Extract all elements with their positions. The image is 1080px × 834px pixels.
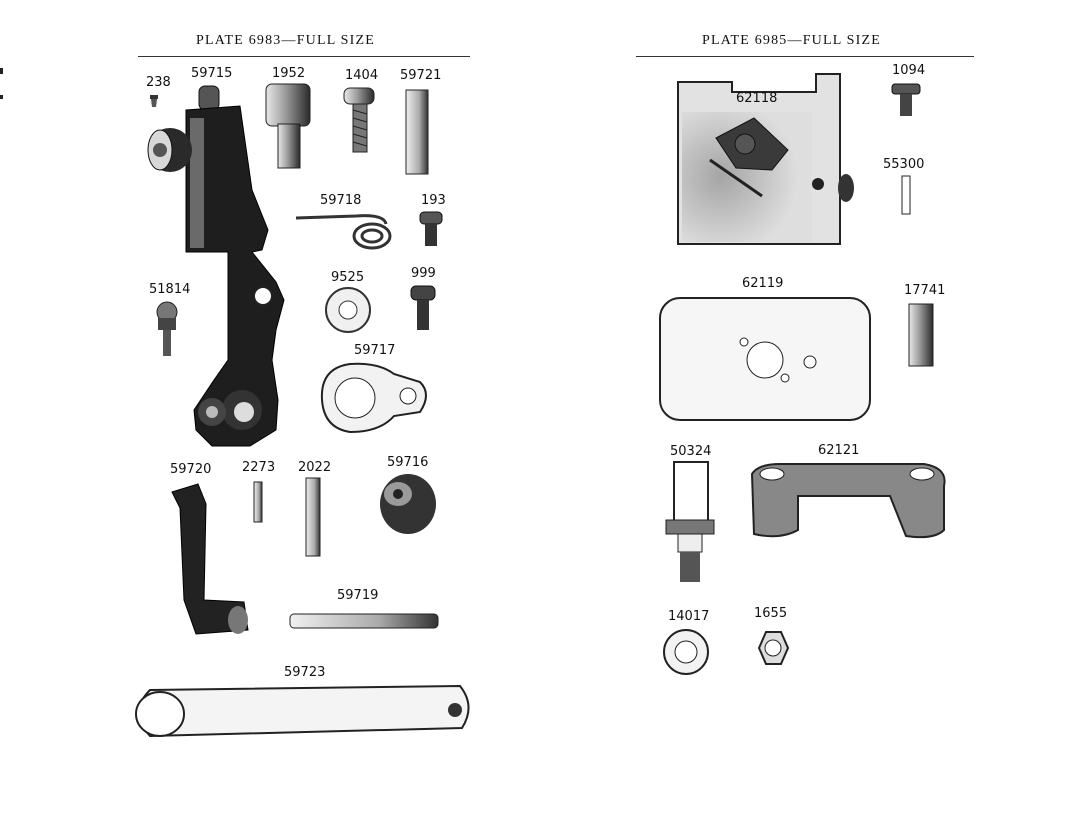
- part-label: 1655: [754, 606, 788, 621]
- part-label: 1952: [272, 66, 306, 81]
- part-59716-collar: [380, 474, 436, 534]
- part-59719-rod: [289, 613, 439, 629]
- part-label: 9525: [331, 270, 365, 285]
- part-17741-spacer: [908, 303, 934, 367]
- part-label: 59721: [400, 68, 442, 83]
- part-62119-plate: [659, 297, 871, 421]
- part-14017-washer: [663, 629, 709, 675]
- part-label: 51814: [149, 282, 191, 297]
- part-51814-stud: [156, 301, 178, 356]
- part-label: 59719: [337, 588, 379, 603]
- part-label: 50324: [670, 444, 712, 459]
- part-1952-bushing: [265, 83, 311, 169]
- part-label: 59723: [284, 665, 326, 680]
- part-59715-arm: [147, 85, 285, 447]
- part-label: 2273: [242, 460, 276, 475]
- right-parts-illustration: [659, 73, 946, 675]
- left-title-rule: [138, 56, 470, 57]
- part-label: 62118: [736, 91, 778, 106]
- part-label: 999: [411, 266, 436, 281]
- part-label: 17741: [904, 283, 946, 298]
- right-title-rule: [636, 56, 974, 57]
- part-9525-washer: [325, 287, 371, 333]
- part-59717-plate: [320, 362, 427, 434]
- part-label: 14017: [668, 609, 710, 624]
- part-62121-bridge: [750, 463, 946, 539]
- right-plate-page: PLATE 6985—FULL SIZE: [540, 0, 1080, 834]
- part-label: 55300: [883, 157, 925, 172]
- part-59723-link: [135, 684, 470, 738]
- part-label: 193: [421, 193, 446, 208]
- part-55300-pin: [901, 175, 911, 215]
- part-label: 59717: [354, 343, 396, 358]
- part-2273-pin: [253, 481, 263, 523]
- part-label: 238: [146, 75, 171, 90]
- part-label: 1404: [345, 68, 379, 83]
- page-edge-mark: [0, 95, 3, 99]
- part-2022-pin: [305, 477, 321, 557]
- part-999-screw: [410, 285, 436, 330]
- part-label: 62121: [818, 443, 860, 458]
- part-label: 59715: [191, 66, 233, 81]
- part-59721-pin: [405, 89, 429, 175]
- part-59718-spring: [295, 214, 392, 250]
- right-plate-title: PLATE 6985—FULL SIZE: [702, 33, 882, 48]
- left-parts-illustration: [135, 83, 470, 738]
- page-edge-mark: [0, 68, 3, 74]
- part-label: 59716: [387, 455, 429, 470]
- part-label: 1094: [892, 63, 926, 78]
- left-plate-page: PLATE 6983—FULL SIZE: [135, 33, 470, 738]
- left-plate-title: PLATE 6983—FULL SIZE: [196, 33, 376, 48]
- part-1094-screw: [891, 83, 921, 116]
- part-1655-hexnut: [757, 631, 790, 665]
- part-1404-screw: [343, 87, 375, 153]
- part-label: 59718: [320, 193, 362, 208]
- part-label: 62119: [742, 276, 784, 291]
- part-193-screw: [419, 211, 443, 246]
- part-label: 59720: [170, 462, 212, 477]
- part-50324-stud: [665, 461, 715, 582]
- part-59720-lever: [171, 483, 249, 635]
- part-62118-plate: [677, 73, 854, 245]
- part-label: 2022: [298, 460, 332, 475]
- part-238-screw: [150, 95, 158, 107]
